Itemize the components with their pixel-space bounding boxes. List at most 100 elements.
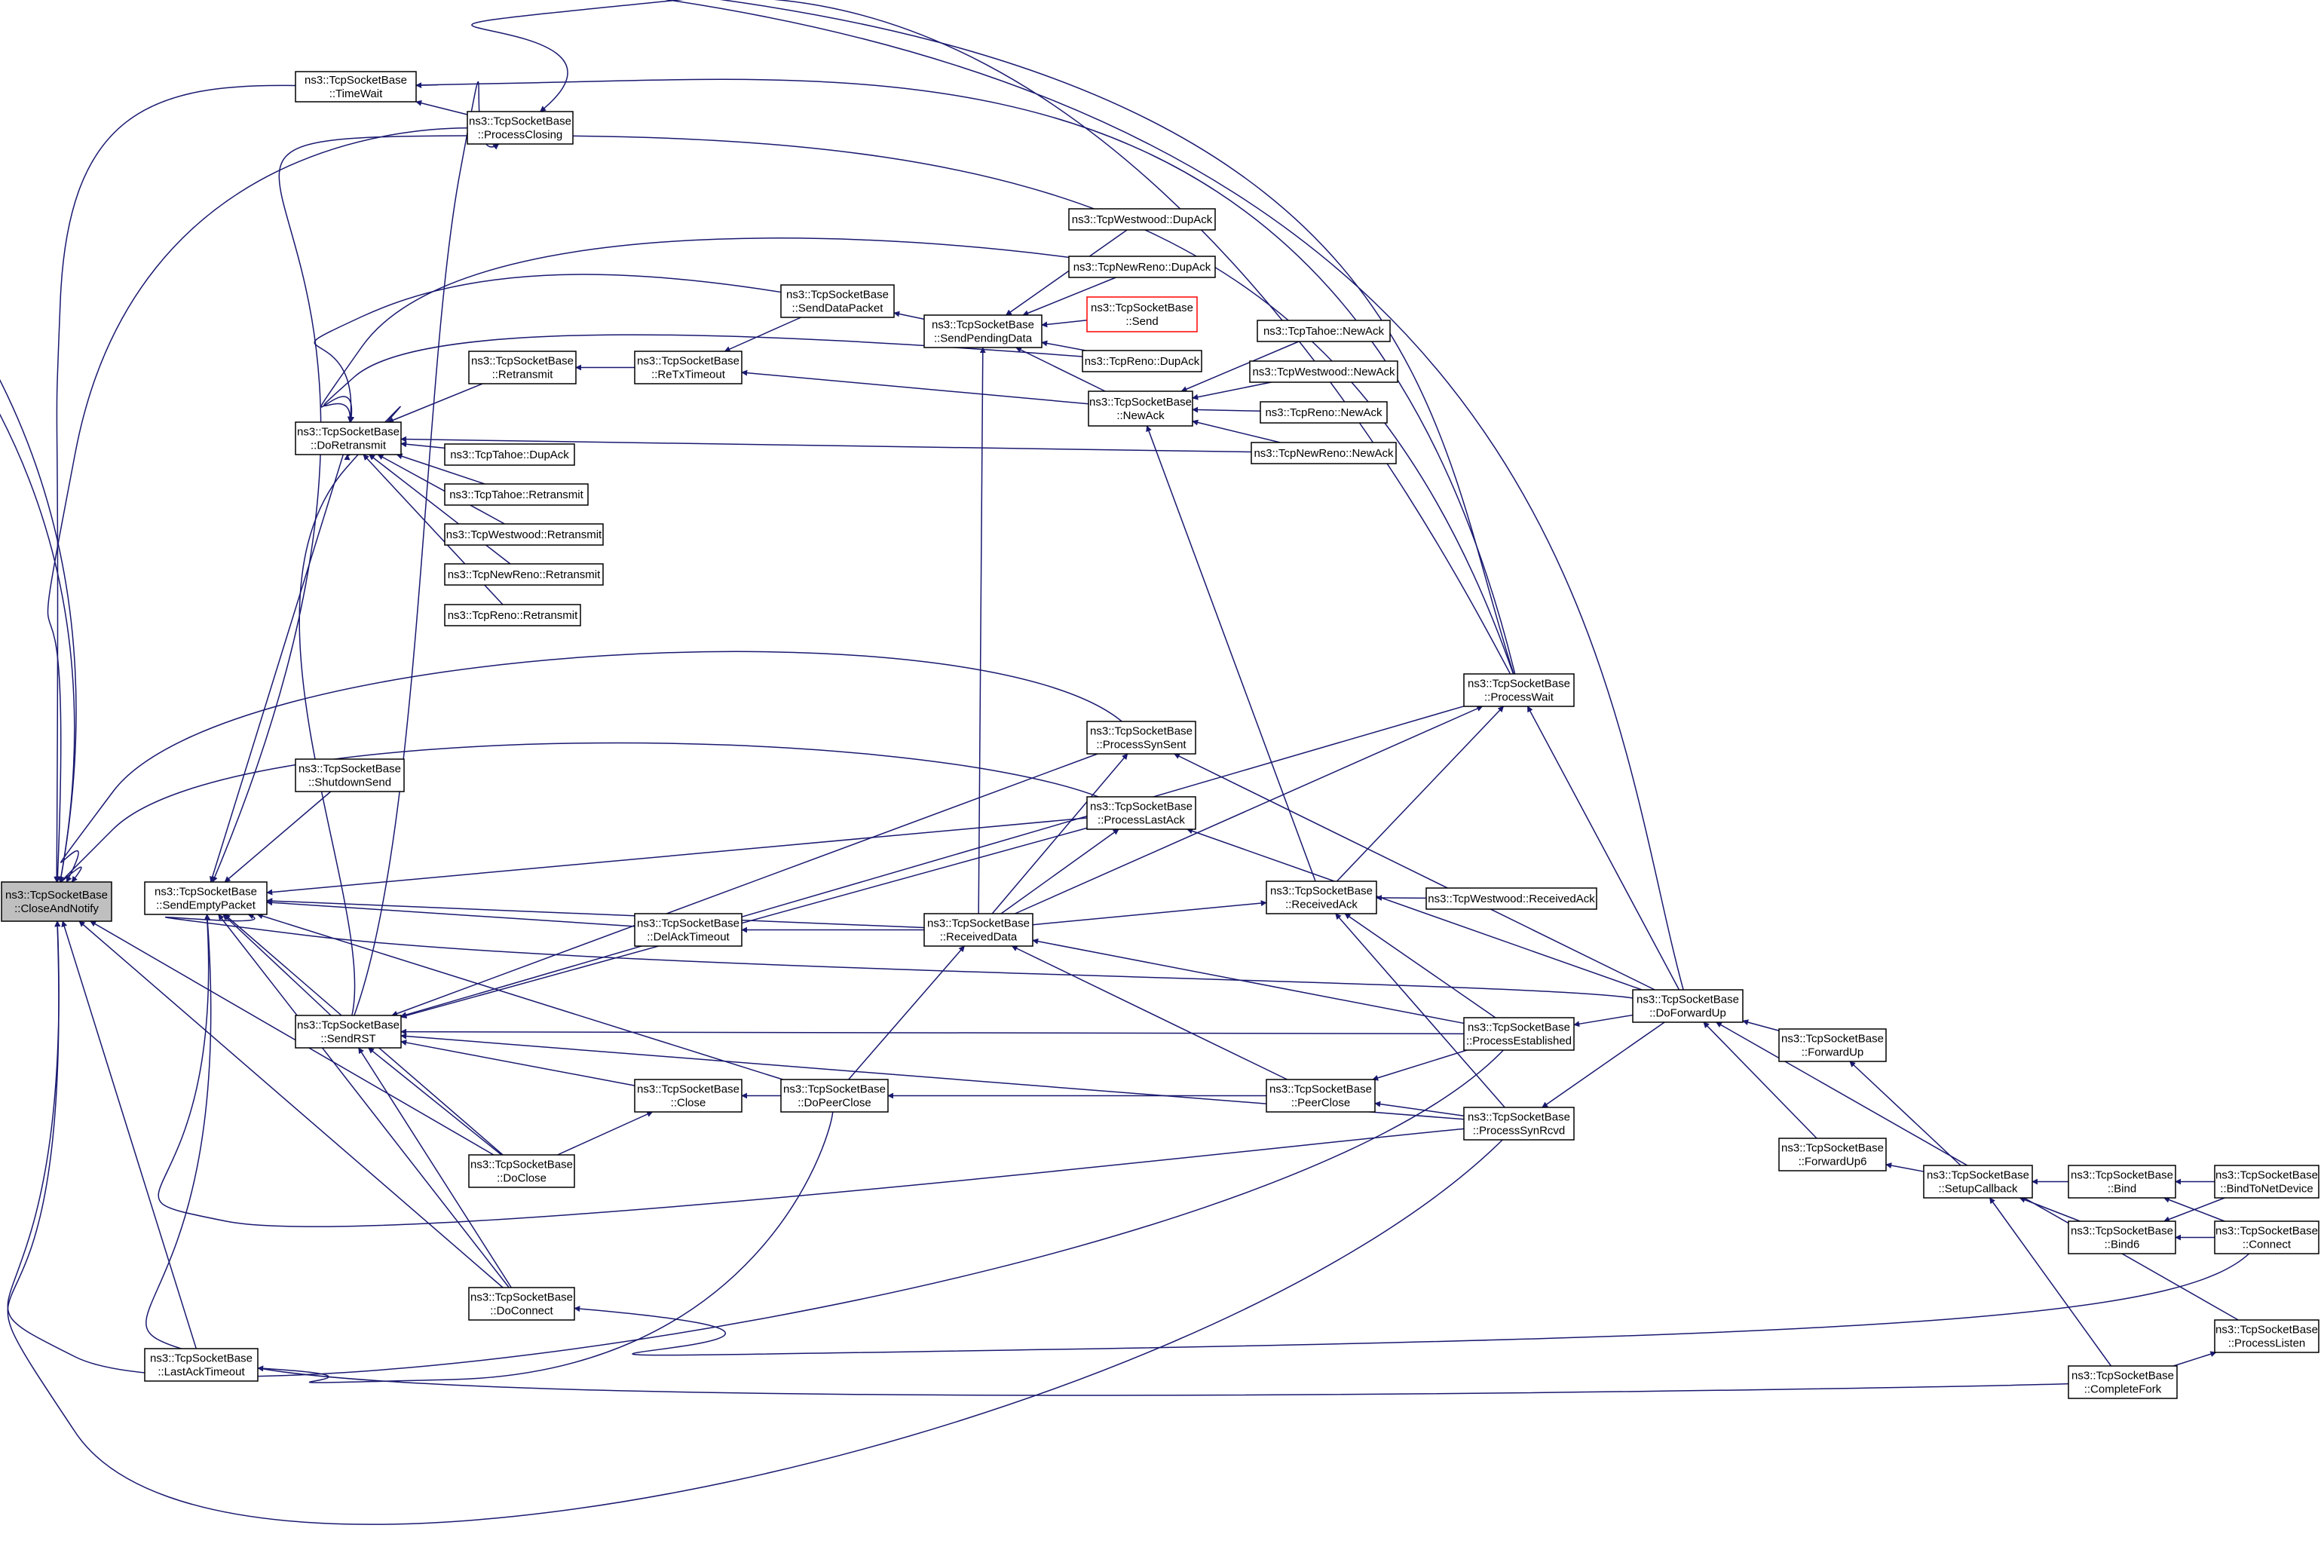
node-box [1086, 296, 1198, 332]
node-reno-retransmit[interactable]: ns3::TcpReno::Retransmit [444, 604, 581, 626]
node-del-ack-timeout[interactable]: ns3::TcpSocketBase::DelAckTimeout [634, 913, 743, 947]
node-label: ::TimeWait [329, 87, 383, 100]
node-westwood-retransmit[interactable]: ns3::TcpWestwood::Retransmit [444, 523, 604, 546]
node-new-reno-new-ack[interactable]: ns3::TcpNewReno::NewAck [1251, 442, 1397, 464]
call-edge [2163, 1196, 2225, 1222]
node-do-connect[interactable]: ns3::TcpSocketBase::DoConnect [468, 1287, 575, 1321]
node-label: ns3::TcpSocketBase [5, 889, 108, 902]
node-received-data[interactable]: ns3::TcpSocketBase::ReceivedData [923, 913, 1033, 947]
node-box [468, 1287, 575, 1321]
node-process-syn-rcvd[interactable]: ns3::TcpSocketBase::ProcessSynRcvd [1463, 1107, 1575, 1141]
node-box [1251, 442, 1397, 464]
node-label: ns3::TcpSocketBase [155, 886, 257, 899]
node-process-syn-sent[interactable]: ns3::TcpSocketBase::ProcessSynSent [1086, 721, 1196, 755]
call-edge [991, 753, 1128, 914]
node-label: ns3::TcpSocketBase [2071, 1169, 2173, 1182]
node-label: ns3::TcpSocketBase [1927, 1169, 2029, 1182]
node-box [2214, 1165, 2319, 1199]
node-label: ns3::TcpWestwood::NewAck [1253, 366, 1395, 378]
node-forward-up6[interactable]: ns3::TcpSocketBase::ForwardUp6 [1778, 1138, 1887, 1171]
node-label: ::Retransmit [492, 369, 554, 381]
node-tahoe-dup-ack[interactable]: ns3::TcpTahoe::DupAck [444, 443, 575, 466]
node-process-last-ack[interactable]: ns3::TcpSocketBase::ProcessLastAck [1086, 796, 1196, 830]
node-label: ::ProcessLastAck [1098, 814, 1185, 827]
node-time-wait[interactable]: ns3::TcpSocketBase::TimeWait [295, 71, 417, 103]
node-retransmit[interactable]: ns3::TcpSocketBase::Retransmit [468, 351, 577, 384]
node-complete-fork[interactable]: ns3::TcpSocketBase::CompleteFork [2068, 1365, 2178, 1399]
node-reno-dup-ack[interactable]: ns3::TcpReno::DupAck [1082, 350, 1202, 372]
node-bind6[interactable]: ns3::TcpSocketBase::Bind6 [2068, 1220, 2176, 1254]
node-box [1463, 1107, 1575, 1141]
call-edge [400, 1040, 635, 1086]
node-process-closing[interactable]: ns3::TcpSocketBase::ProcessClosing [467, 111, 574, 145]
call-edge [266, 898, 925, 929]
node-label: ::DoClose [497, 1172, 547, 1185]
call-edge [7, 920, 1503, 1525]
node-received-ack[interactable]: ns3::TcpSocketBase::ReceivedAck [1266, 880, 1377, 914]
node-new-reno-retransmit[interactable]: ns3::TcpNewReno::Retransmit [444, 563, 604, 586]
node-label: ::CloseAndNotify [14, 902, 99, 915]
node-process-listen[interactable]: ns3::TcpSocketBase::ProcessListen [2214, 1319, 2319, 1353]
node-do-peer-close[interactable]: ns3::TcpSocketBase::DoPeerClose [780, 1079, 889, 1113]
node-label: ::SendEmptyPacket [156, 899, 256, 912]
node-send[interactable]: ns3::TcpSocketBase::Send [1086, 296, 1198, 332]
call-edge [1041, 320, 1088, 328]
call-edge [1180, 341, 1300, 392]
call-edge [1885, 1162, 1924, 1172]
node-process-wait[interactable]: ns3::TcpSocketBase::ProcessWait [1463, 673, 1575, 707]
node-do-forward-up[interactable]: ns3::TcpSocketBase::DoForwardUp [1632, 989, 1744, 1023]
call-edge [377, 454, 505, 525]
call-edge [1989, 1197, 2112, 1367]
node-process-established[interactable]: ns3::TcpSocketBase::ProcessEstablished [1463, 1017, 1575, 1051]
node-close[interactable]: ns3::TcpSocketBase::Close [634, 1079, 743, 1113]
node-connect[interactable]: ns3::TcpSocketBase::Connect [2214, 1220, 2319, 1254]
node-label: ns3::TcpReno::Retransmit [448, 609, 578, 622]
node-westwood-new-ack[interactable]: ns3::TcpWestwood::NewAck [1249, 360, 1398, 383]
node-tahoe-new-ack[interactable]: ns3::TcpTahoe::NewAck [1257, 320, 1391, 342]
call-edge [47, 127, 468, 883]
node-send-pending-data[interactable]: ns3::TcpSocketBase::SendPendingData [923, 314, 1043, 348]
node-setup-callback[interactable]: ns3::TcpSocketBase::SetupCallback [1923, 1165, 2033, 1199]
node-label: ::NewAck [1116, 409, 1165, 422]
call-edge [158, 914, 1465, 1227]
node-send-r-s-t[interactable]: ns3::TcpSocketBase::SendRST [295, 1015, 402, 1049]
node-box [923, 913, 1033, 947]
node-label: ns3::TcpSocketBase [1468, 1111, 1570, 1124]
call-edge [1011, 945, 1288, 1080]
node-send-empty-packet[interactable]: ns3::TcpSocketBase::SendEmptyPacket [144, 881, 268, 915]
node-reno-new-ack[interactable]: ns3::TcpReno::NewAck [1260, 401, 1388, 424]
node-label: ::ShutdownSend [308, 776, 391, 789]
call-edge [1192, 419, 1281, 443]
node-do-close[interactable]: ns3::TcpSocketBase::DoClose [468, 1154, 575, 1188]
node-tahoe-retransmit[interactable]: ns3::TcpTahoe::Retransmit [444, 483, 589, 506]
call-edge [90, 920, 495, 1156]
node-last-ack-timeout[interactable]: ns3::TcpSocketBase::LastAckTimeout [144, 1348, 259, 1382]
node-bind[interactable]: ns3::TcpSocketBase::Bind [2068, 1165, 2176, 1199]
call-edge [323, 334, 1083, 423]
node-box [1923, 1165, 2033, 1199]
call-edge [212, 135, 1514, 883]
node-label: ns3::TcpTahoe::DupAck [450, 449, 569, 461]
node-re-tx-timeout[interactable]: ns3::TcpSocketBase::ReTxTimeout [634, 351, 743, 384]
node-new-ack[interactable]: ns3::TcpSocketBase::NewAck [1088, 390, 1193, 427]
call-edge [222, 914, 332, 1016]
node-bind-to-net-device[interactable]: ns3::TcpSocketBase::BindToNetDevice [2214, 1165, 2319, 1199]
call-edge [60, 651, 1122, 883]
node-close-and-notify[interactable]: ns3::TcpSocketBase::CloseAndNotify [1, 881, 112, 922]
node-box [295, 71, 417, 103]
node-do-retransmit[interactable]: ns3::TcpSocketBase::DoRetransmit [295, 421, 402, 455]
node-send-data-packet[interactable]: ns3::TcpSocketBase::SendDataPacket [780, 284, 895, 318]
call-edge [1542, 1021, 1665, 1108]
node-new-reno-dup-ack[interactable]: ns3::TcpNewReno::DupAck [1068, 256, 1216, 278]
call-edge [369, 454, 511, 565]
call-edge [209, 454, 344, 883]
node-westwood-dup-ack[interactable]: ns3::TcpWestwood::DupAck [1068, 208, 1216, 231]
node-label: ns3::TcpWestwood::Retransmit [446, 528, 602, 541]
node-shutdown-send[interactable]: ns3::TcpSocketBase::ShutdownSend [295, 758, 405, 792]
call-edge [1015, 347, 1106, 392]
node-peer-close[interactable]: ns3::TcpSocketBase::PeerClose [1266, 1079, 1376, 1113]
node-box [144, 1348, 259, 1382]
node-forward-up[interactable]: ns3::TcpSocketBase::ForwardUp [1778, 1028, 1887, 1062]
node-westwood-received-ack[interactable]: ns3::TcpWestwood::ReceivedAck [1425, 887, 1597, 910]
